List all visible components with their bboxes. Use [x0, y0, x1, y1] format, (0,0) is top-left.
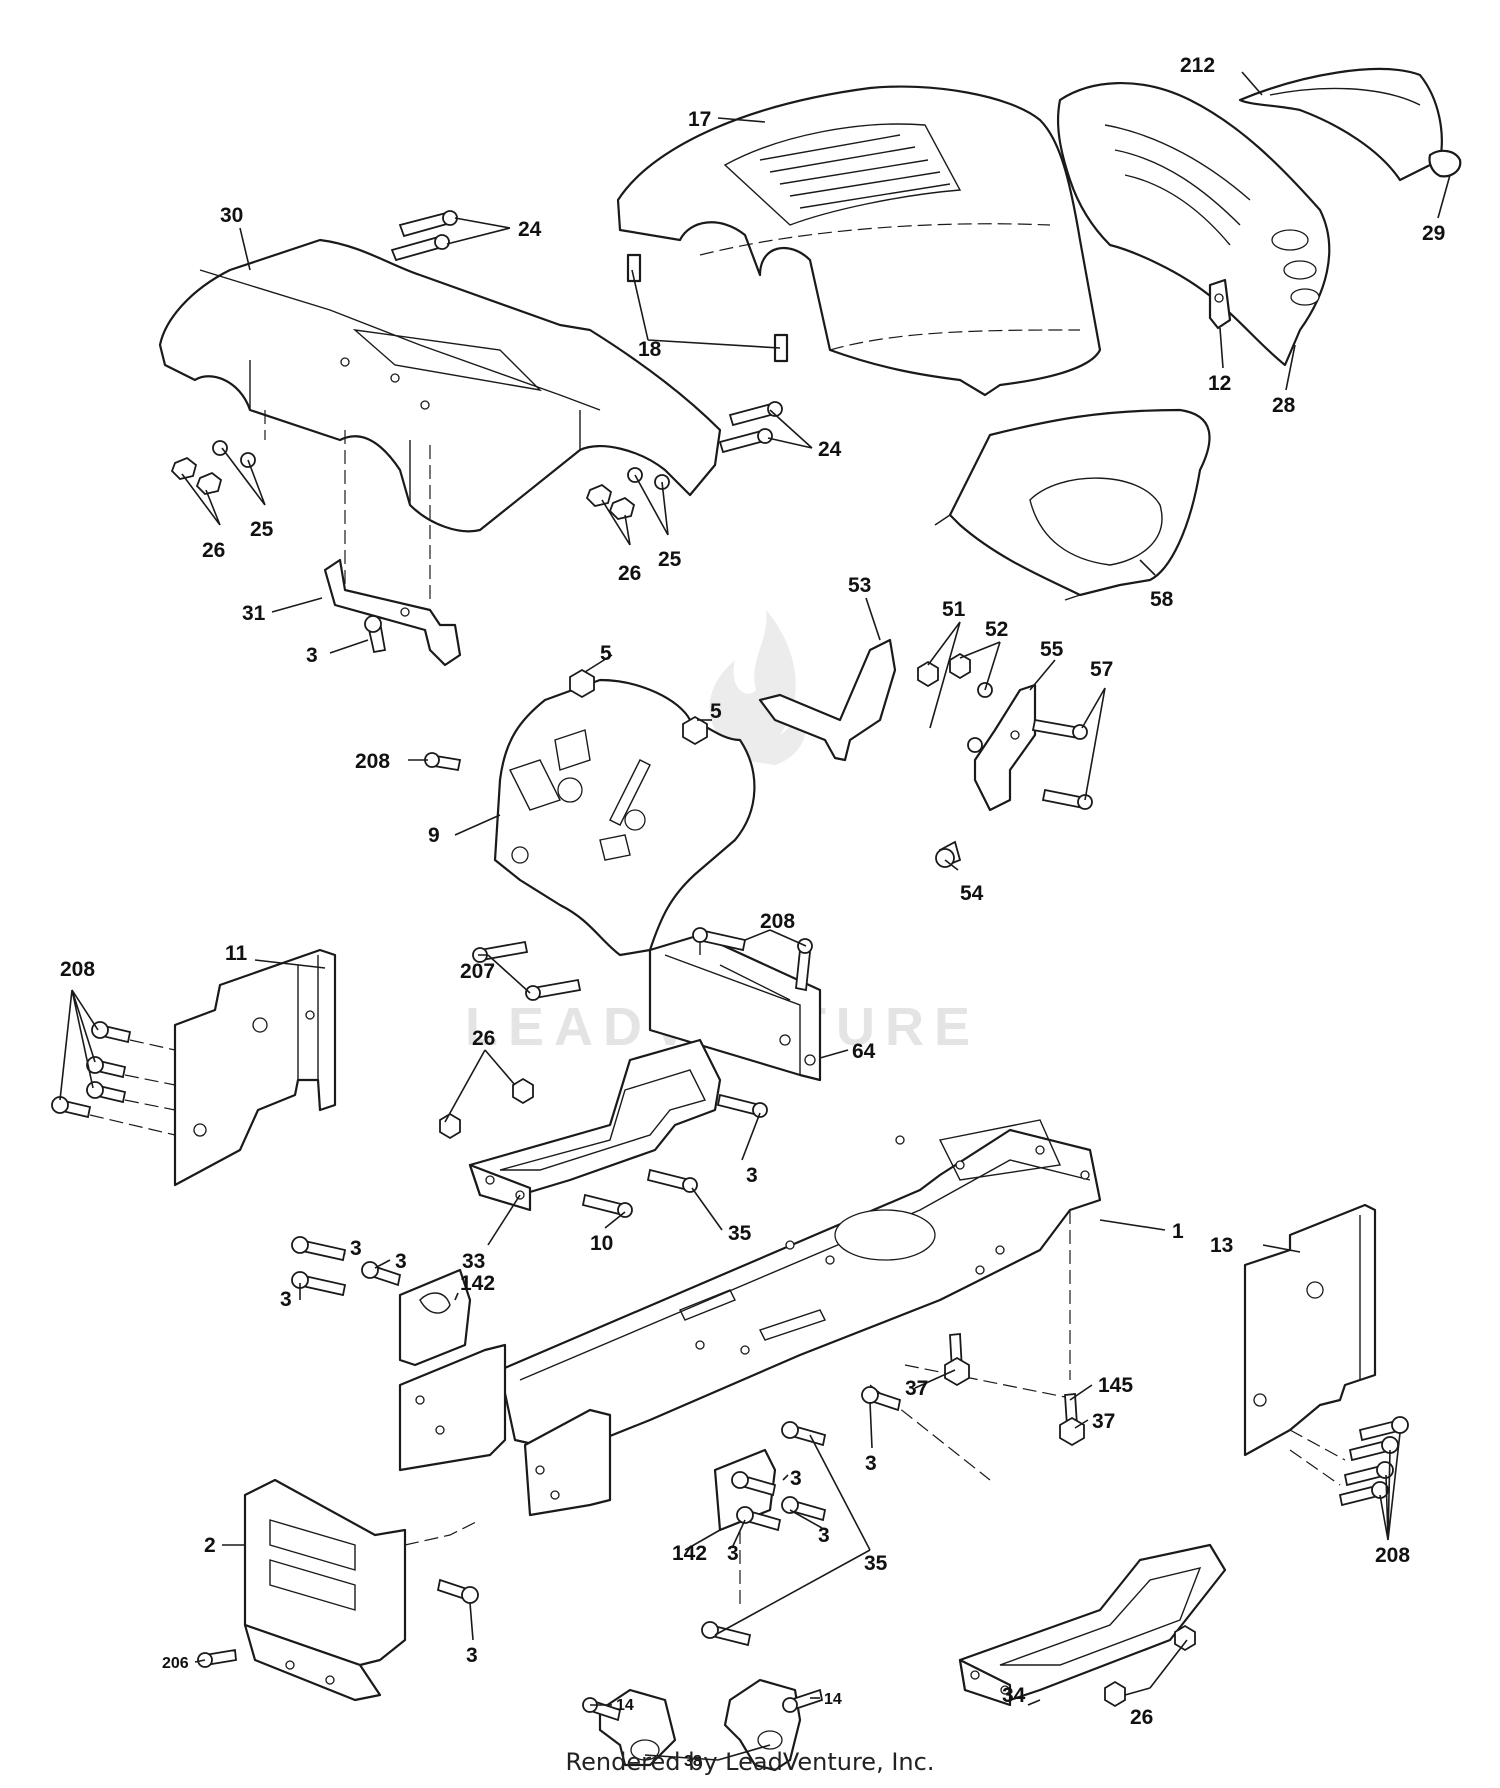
- callout-3-a: 3: [350, 1237, 362, 1260]
- dash-panel: [493, 678, 756, 957]
- leader-lines: [59, 71, 1451, 1761]
- callout-1: 1: [1172, 1220, 1184, 1243]
- callout-208-left: 208: [60, 958, 95, 981]
- callout-13: 13: [1210, 1234, 1233, 1257]
- fender-hardware: [170, 210, 783, 654]
- callout-18: 18: [638, 338, 662, 361]
- support-bracket: [648, 927, 822, 1082]
- fender-bracket: [323, 558, 462, 667]
- heat-shield: [934, 408, 1211, 601]
- callout-207: 207: [460, 960, 495, 983]
- callout-51: 51: [942, 598, 966, 621]
- frame-hardware: [291, 1236, 1085, 1647]
- callout-3-d: 3: [790, 1467, 802, 1490]
- callout-9: 9: [428, 824, 440, 847]
- callout-26-mid: 26: [618, 562, 641, 585]
- callout-5-right: 5: [710, 700, 722, 723]
- callout-57: 57: [1090, 658, 1113, 681]
- callout-3-f: 3: [727, 1542, 739, 1565]
- callouts: 17 212 29 30 24 18 12 28 24 26 25 26 25 …: [60, 54, 1445, 1770]
- callout-24-top: 24: [518, 218, 542, 241]
- callout-206: 206: [162, 1655, 189, 1672]
- callout-37-right: 37: [1092, 1410, 1115, 1433]
- callout-3-footrest: 3: [746, 1164, 758, 1187]
- side-panel-right: [1243, 1203, 1409, 1507]
- callout-3-frame: 3: [865, 1452, 877, 1475]
- callout-35-bottom: 35: [864, 1552, 888, 1575]
- hinge-bracket: [1208, 278, 1232, 330]
- callout-212: 212: [1180, 54, 1215, 77]
- callout-3-plate: 3: [466, 1644, 478, 1667]
- callout-55: 55: [1040, 638, 1064, 661]
- callout-3-b: 3: [395, 1250, 407, 1273]
- footrest-right: [958, 1543, 1227, 1708]
- callout-24-mid: 24: [818, 438, 842, 461]
- dash-nuts: [424, 668, 708, 1001]
- front-plate: [197, 1478, 481, 1702]
- main-frame: [398, 1119, 1102, 1610]
- callout-38: 38: [684, 1753, 702, 1770]
- footrest-left: [439, 1038, 768, 1218]
- callout-142-top: 142: [460, 1272, 495, 1295]
- callout-29: 29: [1422, 222, 1445, 245]
- callout-3-c: 3: [280, 1288, 292, 1311]
- fender: [158, 238, 722, 600]
- callout-26-footrest: 26: [472, 1027, 495, 1050]
- callout-14-left: 14: [616, 1697, 634, 1714]
- callout-30: 30: [220, 204, 243, 227]
- callout-31: 31: [242, 602, 266, 625]
- callout-2: 2: [204, 1534, 216, 1557]
- callout-52: 52: [985, 618, 1008, 641]
- callout-58: 58: [1150, 588, 1174, 611]
- watermark-flame-icon: [709, 610, 807, 765]
- callout-12: 12: [1208, 372, 1231, 395]
- callout-5-left: 5: [600, 642, 612, 665]
- callout-25-left: 25: [250, 518, 274, 541]
- hood: [616, 85, 1102, 397]
- callout-3-e: 3: [818, 1524, 830, 1547]
- hood-grille-housing: [1056, 82, 1331, 367]
- callout-33: 33: [462, 1250, 485, 1273]
- callout-208-dash: 208: [355, 750, 390, 773]
- pedal-brackets: [582, 1678, 824, 1772]
- callout-145: 145: [1098, 1374, 1133, 1397]
- callout-37-left: 37: [905, 1377, 928, 1400]
- callout-28: 28: [1272, 394, 1296, 417]
- callout-54: 54: [960, 882, 984, 905]
- callout-26-right: 26: [1130, 1706, 1153, 1729]
- steering-brackets: [758, 638, 1093, 868]
- callout-11: 11: [225, 942, 248, 965]
- callout-208-bracket: 208: [760, 910, 795, 933]
- callout-142-bottom: 142: [672, 1542, 707, 1565]
- callout-3-fender: 3: [306, 644, 318, 667]
- callout-35-top: 35: [728, 1222, 752, 1245]
- callout-34: 34: [1002, 1684, 1026, 1707]
- callout-14-right: 14: [824, 1691, 842, 1708]
- callout-26-left: 26: [202, 539, 225, 562]
- callout-25-mid: 25: [658, 548, 682, 571]
- callout-10: 10: [590, 1232, 613, 1255]
- side-panel-left: [51, 948, 337, 1187]
- bumper-cap: [1428, 149, 1462, 178]
- callout-17: 17: [688, 108, 711, 131]
- callout-64: 64: [852, 1040, 876, 1063]
- callout-208-right: 208: [1375, 1544, 1410, 1567]
- render-credit: Rendered by LeadVenture, Inc.: [565, 1748, 935, 1776]
- callout-53: 53: [848, 574, 871, 597]
